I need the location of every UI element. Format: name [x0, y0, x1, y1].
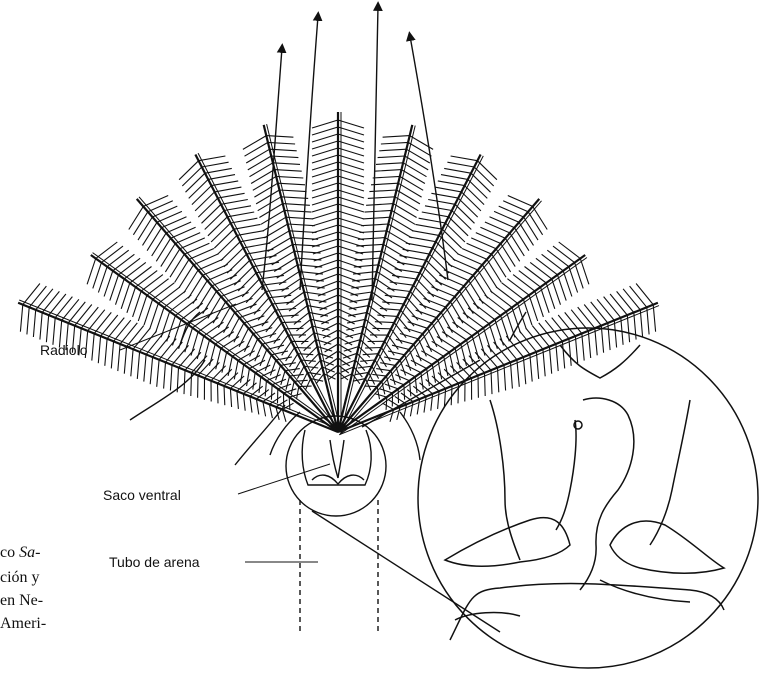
caption-line-4: Ameri- [0, 614, 46, 633]
base-and-tube [286, 360, 500, 632]
caption-line-3: en Ne- [0, 591, 43, 610]
arrow-1 [262, 48, 282, 290]
caption-line-1: co Sa- [0, 543, 40, 562]
label-saco-ventral: Saco ventral [103, 487, 181, 503]
label-tubo-de-arena: Tubo de arena [109, 554, 200, 570]
label-radiolo: Radiolo [40, 342, 88, 358]
radiole [179, 153, 341, 432]
arrow-3 [372, 6, 378, 300]
caption-line-2: ción y [0, 568, 40, 587]
radiole-crown [18, 112, 659, 435]
arrow-2 [300, 16, 318, 290]
arrow-4 [410, 36, 448, 280]
magnifier-line-top [362, 360, 480, 427]
radiole [312, 112, 364, 432]
